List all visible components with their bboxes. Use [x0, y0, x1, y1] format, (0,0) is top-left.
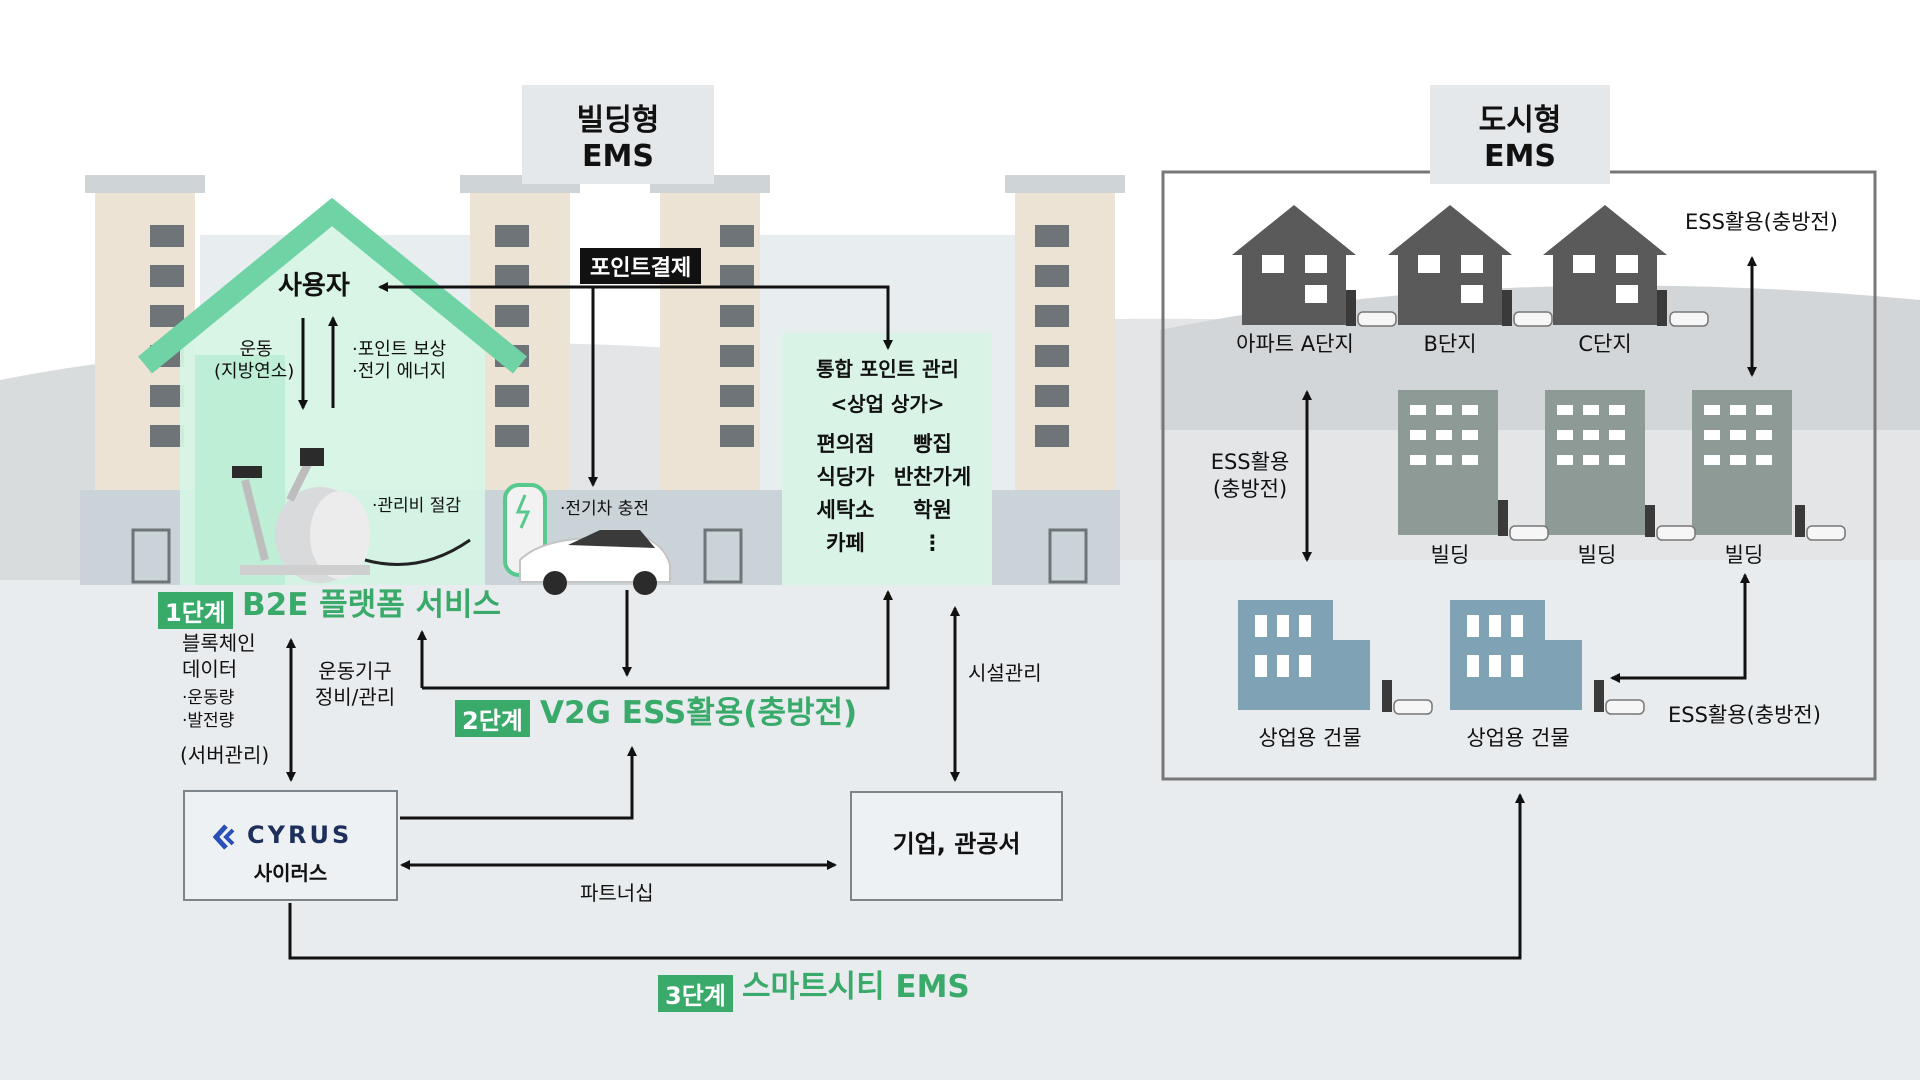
point-reward-label: ·포인트 보상 — [352, 339, 447, 360]
data-label: 데이터 — [182, 657, 238, 681]
user-label: 사용자 — [278, 271, 350, 301]
stage1-title: B2E 플랫폼 서비스 — [242, 587, 502, 623]
shop-item: 식당가 — [816, 465, 875, 489]
server-mgmt-label: (서버관리) — [180, 743, 270, 767]
shop-item: 카페 — [826, 531, 865, 555]
equipment-label: 운동기구 — [318, 659, 392, 683]
building-label: 빌딩 — [1724, 543, 1764, 567]
maintenance-label: 정비/관리 — [314, 685, 396, 709]
shop-item: 학원 — [913, 498, 952, 522]
ess-bottom-label: ESS활용(충방전) — [1668, 703, 1821, 727]
building-label: 빌딩 — [1577, 543, 1617, 567]
exercise-sub-label: (지방연소) — [214, 361, 295, 382]
company-box: 기업, 관공서 — [850, 791, 1063, 901]
building-ems-title: 빌딩형 EMS — [522, 85, 714, 184]
facility-mgmt-label: 시설관리 — [968, 661, 1042, 685]
shop-item: 빵집 — [913, 432, 952, 456]
power-amount-label: ·발전량 — [182, 711, 235, 731]
electric-energy-label: ·전기 에너지 — [352, 361, 447, 382]
cyrus-logo-icon — [212, 824, 239, 850]
ev-charging-label: ·전기차 충전 — [560, 499, 650, 519]
cyrus-name: 사이러스 — [253, 861, 328, 885]
exercise-bike-icon — [232, 448, 471, 583]
shop-item: 편의점 — [816, 432, 875, 456]
stage2-tag: 2단계 — [455, 700, 530, 737]
shop-item: 세탁소 — [816, 498, 875, 522]
mgmt-saving-label: ·관리비 절감 — [372, 496, 462, 516]
shop-item: 반찬가게 — [893, 465, 972, 489]
stage3-title: 스마트시티 EMS — [742, 969, 970, 1005]
commercial-shops-subtitle: <상업 상가> — [830, 392, 945, 416]
ess-top-label: ESS활용(충방전) — [1685, 210, 1838, 234]
blockchain-label: 블록체인 — [182, 631, 256, 655]
exercise-amount-label: ·운동량 — [182, 688, 235, 708]
ess-left-sub-label: (충방전) — [1212, 477, 1288, 501]
city-ems-title: 도시형 EMS — [1430, 85, 1610, 184]
charger-icon — [1346, 290, 1805, 712]
exercise-label: 운동 — [239, 339, 273, 360]
stage1-tag: 1단계 — [158, 592, 233, 629]
ev-car-icon — [1357, 311, 1846, 715]
apartment-label: C단지 — [1578, 332, 1632, 356]
ev-car-icon — [503, 483, 671, 595]
apartment-label: B단지 — [1423, 332, 1477, 356]
building-label: 빌딩 — [1430, 543, 1470, 567]
house-icon — [1232, 205, 1667, 325]
cyrus-logo-text: CYRUS — [247, 821, 353, 849]
cyrus-box: CYRUS 사이러스 — [183, 790, 398, 901]
integrated-points-title: 통합 포인트 관리 — [816, 357, 959, 381]
commercial-building-label: 상업용 건물 — [1258, 726, 1362, 750]
stage2-title: V2G ESS활용(충방전) — [540, 695, 858, 731]
commercial-building-label: 상업용 건물 — [1466, 726, 1570, 750]
partnership-label: 파트너십 — [580, 881, 654, 905]
company-label: 기업, 관공서 — [892, 830, 1021, 858]
shop-item: ⋮ — [922, 531, 943, 555]
apartment-label: 아파트 A단지 — [1236, 332, 1354, 356]
ess-left-label: ESS활용 — [1210, 450, 1290, 474]
stage3-tag: 3단계 — [658, 975, 733, 1012]
point-payment-tag: 포인트결제 — [580, 248, 702, 284]
